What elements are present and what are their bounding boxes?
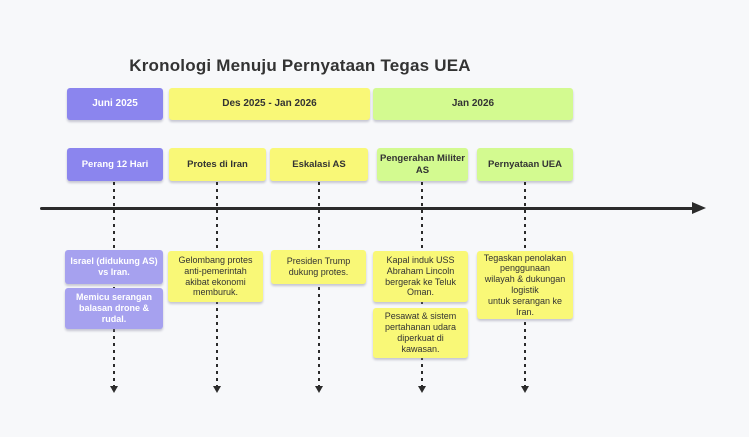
page-title: Kronologi Menuju Pernyataan Tegas UEA	[129, 56, 471, 75]
event-box-pengerahan-militer-as: Pengerahan Militer AS	[377, 148, 468, 181]
event-box-perang-12-hari: Perang 12 Hari	[67, 148, 163, 181]
note-box-pesawat-pertahanan: Pesawat & sistem pertahanan udara diperk…	[373, 308, 468, 358]
timeline-axis	[40, 207, 694, 210]
event-box-pernyataan-uea: Pernyataan UEA	[477, 148, 573, 181]
down-arrow-icon-4	[418, 386, 426, 393]
note-box-kapal-induk: Kapal induk USS Abraham Lincoln bergerak…	[373, 251, 468, 302]
dashed-connector-1	[113, 182, 115, 386]
note-box-presiden-trump: Presiden Trump dukung protes.	[271, 250, 366, 284]
note-box-serangan-balasan: Memicu serangan balasan drone & rudal.	[65, 288, 163, 329]
down-arrow-icon-5	[521, 386, 529, 393]
down-arrow-icon-3	[315, 386, 323, 393]
down-arrow-icon-2	[213, 386, 221, 393]
note-box-tegaskan-penolakan: Tegaskan penolakan penggunaan wilayah & …	[477, 251, 573, 319]
note-box-gelombang-protes: Gelombang protes anti-pemerintah akibat …	[168, 251, 263, 302]
period-box-jan-2026: Jan 2026	[373, 88, 573, 120]
timeline-arrowhead-icon	[692, 202, 706, 214]
event-box-protes-di-iran: Protes di Iran	[169, 148, 266, 181]
note-box-israel-vs-iran: Israel (didukung AS) vs Iran.	[65, 250, 163, 284]
dashed-connector-3	[318, 182, 320, 386]
period-box-juni-2025: Juni 2025	[67, 88, 163, 120]
period-box-des-2025-jan-2026: Des 2025 - Jan 2026	[169, 88, 370, 120]
down-arrow-icon-1	[110, 386, 118, 393]
event-box-eskalasi-as: Eskalasi AS	[270, 148, 368, 181]
